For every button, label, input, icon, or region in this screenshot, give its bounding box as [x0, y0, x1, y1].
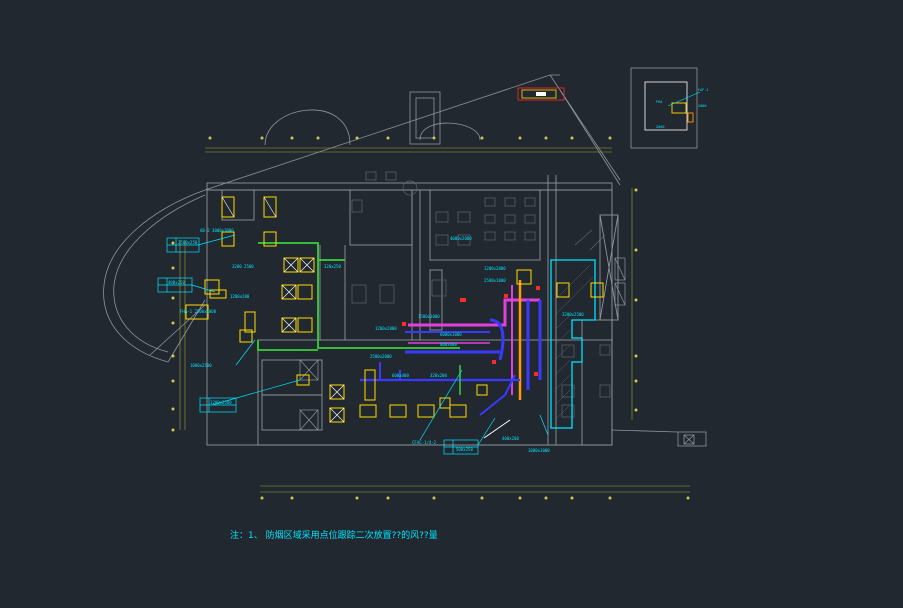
- svg-text:FHA: FHA: [656, 100, 663, 104]
- label-b2: 400x250: [168, 280, 185, 285]
- smoke-zone: [550, 259, 596, 429]
- label-d1: 1200x2500: [210, 400, 232, 405]
- label-i1: 1500x1000: [418, 314, 440, 319]
- drawing-note: 注：1、 防烟区域采用点位跟踪二次放置??的风??量: [230, 531, 438, 541]
- label-h1: 2500x1000: [484, 278, 506, 283]
- label-c3: 1000x2500: [190, 363, 212, 368]
- label-m1: 2500x2000: [370, 354, 392, 359]
- equipment-tables: [157, 237, 479, 455]
- label-e1: 320x250: [324, 264, 341, 269]
- fire-dampers: [402, 286, 540, 376]
- svg-text:2000: 2000: [698, 104, 706, 108]
- label-a1: AB-2 3000x3000: [200, 228, 234, 233]
- label-c1: FHA-1 2500x2000: [180, 309, 217, 314]
- dimension-ticks: [171, 136, 690, 500]
- label-f1: 4000x2000: [450, 236, 472, 241]
- label-a2: 3200 2500: [232, 264, 254, 269]
- label-s1: 1000x1000: [528, 448, 550, 453]
- label-g1: 1200x2000: [484, 266, 506, 271]
- label-r1: 400x200: [502, 436, 519, 441]
- dimension-lines: [179, 147, 690, 493]
- leader-lines: [191, 234, 549, 446]
- label-q1: CFAC-1/4-2: [412, 440, 437, 445]
- fan-coil-units: [185, 196, 604, 423]
- label-b1: 2500x250: [178, 240, 198, 245]
- label-j1: 1200x2000: [375, 326, 397, 331]
- svg-text:2000: 2000: [656, 125, 664, 129]
- bottom-right-box: [611, 429, 707, 447]
- supply-ducts: [360, 280, 542, 439]
- building-outline: [103, 74, 621, 363]
- detail-view: FAF-1 2000 FHA 2000: [630, 67, 709, 149]
- label-k1: 6000x1000: [440, 332, 462, 337]
- label-p1: 3200x2500: [562, 312, 584, 317]
- furniture: [351, 171, 611, 418]
- label-o1: 320x200: [430, 373, 447, 378]
- green-duct: [257, 242, 460, 351]
- label-t1: 500x250: [456, 447, 473, 452]
- fan-coil-crosses: [221, 196, 345, 423]
- label-l1: 800x600: [440, 342, 457, 347]
- label-c2: 1200x200: [230, 294, 250, 299]
- svg-text:FAF-1: FAF-1: [698, 88, 709, 92]
- label-n1: 600x400: [392, 373, 409, 378]
- roof-unit: [517, 87, 565, 101]
